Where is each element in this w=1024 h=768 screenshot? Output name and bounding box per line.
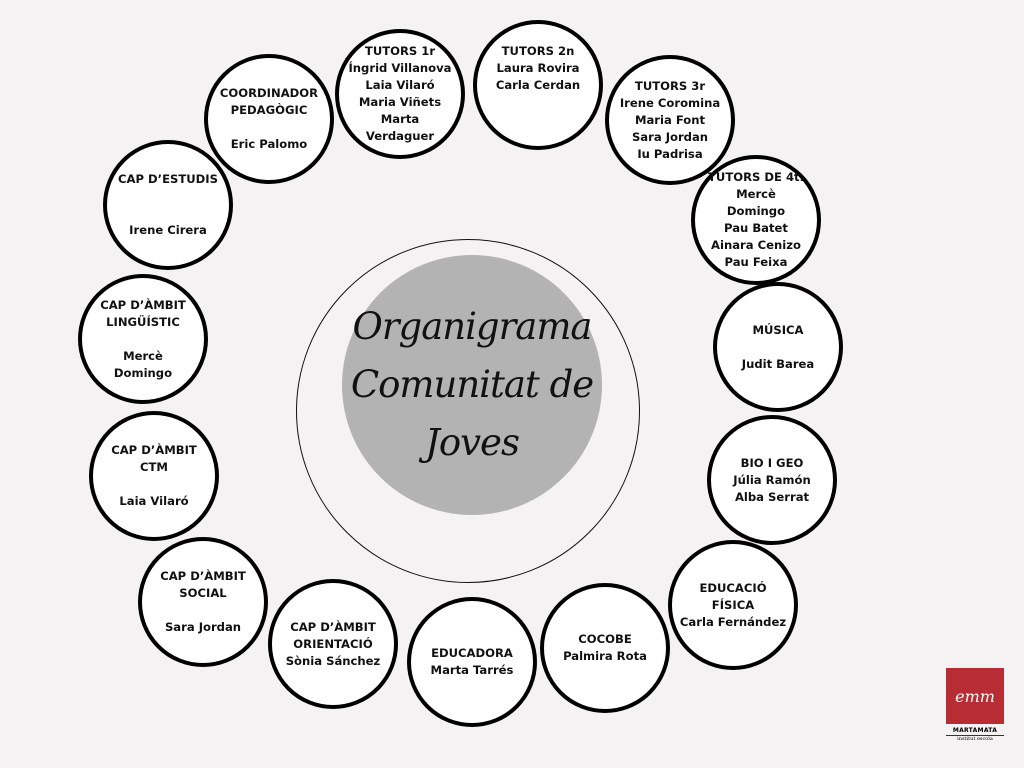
martamata-logo: emm MARTAMATA institut escola	[946, 668, 1004, 746]
node-text: CTM	[140, 460, 168, 474]
node-text: Ainara Cenizo	[711, 238, 801, 252]
org-node-cap-ambit-social: CAP D’ÀMBIT SOCIAL Sara Jordan	[138, 537, 268, 667]
node-text: Laia Vilaró	[119, 494, 189, 508]
node-text: Marta	[380, 112, 420, 126]
logo-subtitle: institut escola	[957, 736, 993, 742]
node-text: Laia Vilaró	[365, 78, 435, 92]
node-text: Pau Feixa	[724, 255, 788, 269]
node-text: Sara Jordan	[164, 620, 242, 634]
node-role: CAP D’ÀMBIT	[100, 297, 186, 312]
node-role: MÚSICA	[752, 322, 804, 337]
node-text: Irene Coromina	[619, 95, 721, 110]
node-role: EDUCADORA	[431, 646, 513, 660]
node-role: CAP D’ÀMBIT	[290, 619, 376, 634]
node-role: CAP D’ESTUDIS	[118, 172, 218, 186]
node-text: Irene Cirera	[129, 223, 207, 237]
node-text: Maria Viñets	[358, 95, 442, 109]
logo-name: MARTAMATA	[946, 727, 1004, 736]
node-text: Mercè	[123, 348, 163, 363]
node-role: CAP D’ÀMBIT	[160, 569, 246, 583]
node-role: BIO I GEO	[740, 455, 804, 470]
node-text: Sònia Sánchez	[285, 653, 381, 668]
node-text: Iu Padrisa	[637, 146, 703, 161]
org-node-cap-ambit-ctm: CAP D’ÀMBIT CTM Laia Vilaró	[89, 411, 219, 541]
node-role: COCOBE	[578, 632, 632, 646]
node-text: Judit Barea	[741, 356, 815, 371]
node-text: Domingo	[113, 365, 173, 380]
node-text: Verdaguer	[365, 129, 435, 143]
node-role: EDUCACIÓ	[699, 580, 767, 595]
org-node-cap-ambit-orientacio: CAP D’ÀMBIT ORIENTACIÓ Sònia Sánchez	[268, 579, 398, 709]
node-text: Marta Tarrés	[430, 663, 514, 677]
org-node-coordinador-pedagogic: COORDINADOR PEDAGÒGIC Eric Palomo	[204, 54, 334, 184]
node-text: Carla Cerdan	[495, 77, 581, 92]
node-text: Mercè	[736, 187, 776, 201]
org-node-educacio-fisica: EDUCACIÓ FÍSICA Carla Fernández	[668, 540, 798, 670]
org-node-musica: MÚSICA Judit Barea	[713, 282, 843, 412]
node-role: TUTORS 2n	[501, 43, 575, 58]
node-text: Carla Fernández	[679, 614, 787, 629]
logo-mark: emm	[946, 668, 1004, 724]
node-text: Laura Rovira	[496, 60, 580, 75]
node-text: Palmira Rota	[563, 649, 647, 663]
node-text: Sara Jordan	[631, 129, 709, 144]
node-text: Íngrid Villanova	[348, 61, 452, 75]
org-node-cap-estudis: CAP D’ESTUDIS Irene Cirera	[103, 140, 233, 270]
node-text: Domingo	[726, 204, 786, 218]
node-role: TUTORS 1r	[364, 44, 436, 58]
node-role: COORDINADOR	[219, 86, 319, 100]
node-text: ORIENTACIÓ	[293, 636, 373, 651]
node-text: SOCIAL	[179, 586, 227, 600]
node-text: Júlia Ramón	[733, 472, 811, 487]
node-text: Maria Font	[634, 112, 706, 127]
org-node-cocobe: COCOBE Palmira Rota	[540, 583, 670, 713]
title-line: Organigrama	[352, 305, 592, 348]
node-role: CAP D’ÀMBIT	[111, 443, 197, 457]
org-node-educadora: EDUCADORA Marta Tarrés	[407, 597, 537, 727]
node-text: PEDAGÒGIC	[230, 103, 308, 117]
title-line: Comunitat de	[350, 363, 594, 406]
node-text: FÍSICA	[711, 597, 755, 612]
node-text: Eric Palomo	[230, 137, 308, 151]
title-line: Joves	[425, 421, 520, 464]
outer-ring	[296, 239, 640, 583]
node-text: Alba Serrat	[734, 489, 810, 504]
node-text: LINGÜÍSTIC	[106, 314, 180, 329]
central-title-circle: Organigrama Comunitat de Joves	[342, 255, 602, 515]
node-role: TUTORS 3r	[634, 78, 706, 93]
node-text: Pau Batet	[724, 221, 788, 235]
node-role: TUTORS DE 4t.	[708, 170, 804, 184]
